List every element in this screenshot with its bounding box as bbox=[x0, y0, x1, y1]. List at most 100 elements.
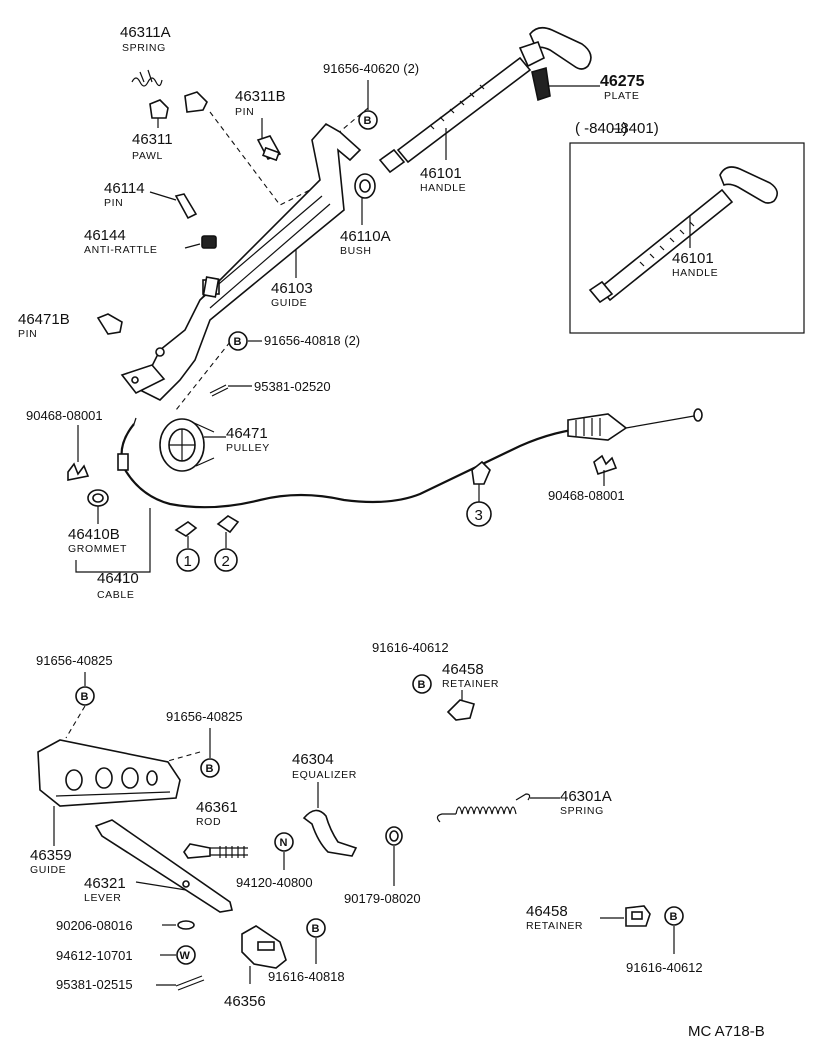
part-number-46458-bottom: 46458 bbox=[526, 903, 568, 920]
part-name-grommet: GROMMET bbox=[68, 543, 127, 555]
part-name-bush: BUSH bbox=[340, 245, 372, 257]
part-number-46311b: 46311B bbox=[235, 88, 286, 105]
pulley-46471-drawing bbox=[159, 418, 215, 472]
part-number-91616-40612-top: 91616-40612 bbox=[372, 640, 449, 655]
clip-1-drawing bbox=[174, 521, 198, 537]
bracket-46356-drawing bbox=[241, 925, 287, 969]
part-number-91616-40818: 91616-40818 bbox=[268, 969, 345, 984]
part-number-46110a: 46110A bbox=[340, 228, 391, 245]
guide-46103-drawing bbox=[120, 122, 362, 401]
part-number-91656-40818: 91656-40818 (2) bbox=[264, 333, 360, 348]
part-name-pin-46471b: PIN bbox=[18, 328, 37, 340]
spring-46301a-drawing bbox=[436, 793, 531, 823]
part-number-46101-variant: 46101 bbox=[672, 250, 714, 267]
pin-46311b-drawing bbox=[256, 135, 282, 162]
assembly-line-91656-40825-a bbox=[65, 705, 86, 739]
diagram-code: MC A718-B bbox=[688, 1023, 765, 1040]
callout-b-icon-7 bbox=[664, 906, 684, 926]
part-number-91616-40612-bottom: 91616-40612 bbox=[626, 960, 703, 975]
part-number-46144: 46144 bbox=[84, 227, 126, 244]
part-number-90468-08001-left: 90468-08001 bbox=[26, 408, 103, 423]
pawl-46311-drawing bbox=[149, 91, 208, 119]
part-number-46275: 46275 bbox=[600, 73, 645, 90]
callout-w-icon bbox=[176, 945, 196, 965]
washer-90206-08016-drawing bbox=[177, 920, 195, 930]
callout-b-label-4: B bbox=[206, 763, 214, 775]
part-number-95381-02515: 95381-02515 bbox=[56, 977, 133, 992]
part-number-91656-40825-b: 91656-40825 bbox=[166, 709, 243, 724]
clip-3-drawing bbox=[471, 460, 491, 485]
guide-46359-drawing bbox=[37, 739, 181, 807]
part-number-46458-top: 46458 bbox=[442, 661, 484, 678]
part-number-94612-10701: 94612-10701 bbox=[56, 948, 133, 963]
part-number-46356: 46356 bbox=[224, 993, 266, 1010]
part-name-handle-variant: HANDLE bbox=[672, 267, 718, 279]
pin-46114-drawing bbox=[174, 193, 198, 220]
part-number-46114: 46114 bbox=[104, 180, 145, 197]
part-number-46103: 46103 bbox=[271, 280, 313, 297]
handle-46101-variant-drawing bbox=[588, 166, 778, 304]
callout-n-icon bbox=[274, 832, 294, 852]
part-name-anti-rattle: ANTI-RATTLE bbox=[84, 244, 158, 256]
part-number-91656-40620: 91656-40620 (2) bbox=[323, 61, 419, 76]
equalizer-46304-drawing bbox=[302, 809, 358, 857]
callout-2-label: 2 bbox=[222, 553, 230, 570]
part-name-pin: PIN bbox=[235, 106, 254, 118]
part-number-90206-08016: 90206-08016 bbox=[56, 918, 133, 933]
part-number-90179-08020: 90179-08020 bbox=[344, 891, 421, 906]
part-number-46311a: 46311A bbox=[120, 24, 171, 41]
part-number-46410: 46410 bbox=[97, 570, 139, 587]
part-number-46359: 46359 bbox=[30, 847, 72, 864]
lever-46321-drawing bbox=[94, 819, 233, 913]
part-name-retainer-bottom: RETAINER bbox=[526, 920, 583, 932]
part-number-46101: 46101 bbox=[420, 165, 462, 182]
callout-b-icon-6 bbox=[412, 674, 432, 694]
part-number-46361: 46361 bbox=[196, 799, 238, 816]
handle-variant-range: ( -8401) bbox=[575, 120, 628, 137]
assembly-line-pawl bbox=[209, 111, 321, 206]
callout-b-label-2: B bbox=[234, 336, 242, 348]
part-name-spring: SPRING bbox=[122, 42, 166, 54]
part-name-retainer-top: RETAINER bbox=[442, 678, 499, 690]
part-name-guide-46359: GUIDE bbox=[30, 864, 66, 876]
part-name-plate: PLATE bbox=[604, 90, 639, 102]
handle-variant-box bbox=[569, 142, 805, 334]
callout-1-icon bbox=[176, 548, 200, 572]
callout-w-label: W bbox=[180, 950, 191, 962]
part-number-90468-08001-right: 90468-08001 bbox=[548, 488, 625, 503]
callout-3-label: 3 bbox=[475, 507, 483, 524]
callout-b-label-7: B bbox=[670, 911, 678, 923]
part-number-46471b: 46471B bbox=[18, 311, 70, 328]
handle-46101-drawing bbox=[378, 26, 592, 174]
assembly-line-91656-40818 bbox=[175, 341, 231, 411]
part-name-lever: LEVER bbox=[84, 892, 121, 904]
callout-n-label: N bbox=[280, 837, 288, 849]
callout-2-icon bbox=[214, 548, 238, 572]
spring-46311a-drawing bbox=[131, 69, 163, 87]
callout-b-label-5: B bbox=[312, 923, 320, 935]
callout-1-label: 1 bbox=[184, 553, 192, 570]
part-number-46471: 46471 bbox=[226, 425, 268, 442]
part-name-pin-46114: PIN bbox=[104, 197, 123, 209]
part-name-pulley: PULLEY bbox=[226, 442, 270, 454]
part-number-46311: 46311 bbox=[132, 131, 173, 148]
bush-46110a-inner bbox=[359, 179, 371, 193]
part-name-pawl: PAWL bbox=[132, 150, 163, 162]
part-name-equalizer: EQUALIZER bbox=[292, 769, 357, 781]
callout-b-icon-5 bbox=[306, 918, 326, 938]
clip-2-drawing bbox=[216, 515, 240, 534]
cotter-pin-95381-02520-drawing bbox=[209, 384, 229, 397]
callout-b-icon-3 bbox=[75, 686, 95, 706]
part-name-handle: HANDLE bbox=[420, 182, 466, 194]
clip-90468-left-drawing bbox=[67, 462, 90, 481]
part-number-91656-40825-a: 91656-40825 bbox=[36, 653, 113, 668]
pin-46471b-drawing bbox=[96, 313, 123, 335]
callout-b-label: B bbox=[364, 115, 372, 127]
part-name-guide: GUIDE bbox=[271, 297, 307, 309]
part-number-94120-40800: 94120-40800 bbox=[236, 875, 313, 890]
anti-rattle-46144-drawing bbox=[201, 235, 217, 249]
grommet-46410b-drawing bbox=[87, 489, 109, 507]
callout-b-label-3: B bbox=[81, 691, 89, 703]
part-name-cable: CABLE bbox=[97, 589, 134, 601]
